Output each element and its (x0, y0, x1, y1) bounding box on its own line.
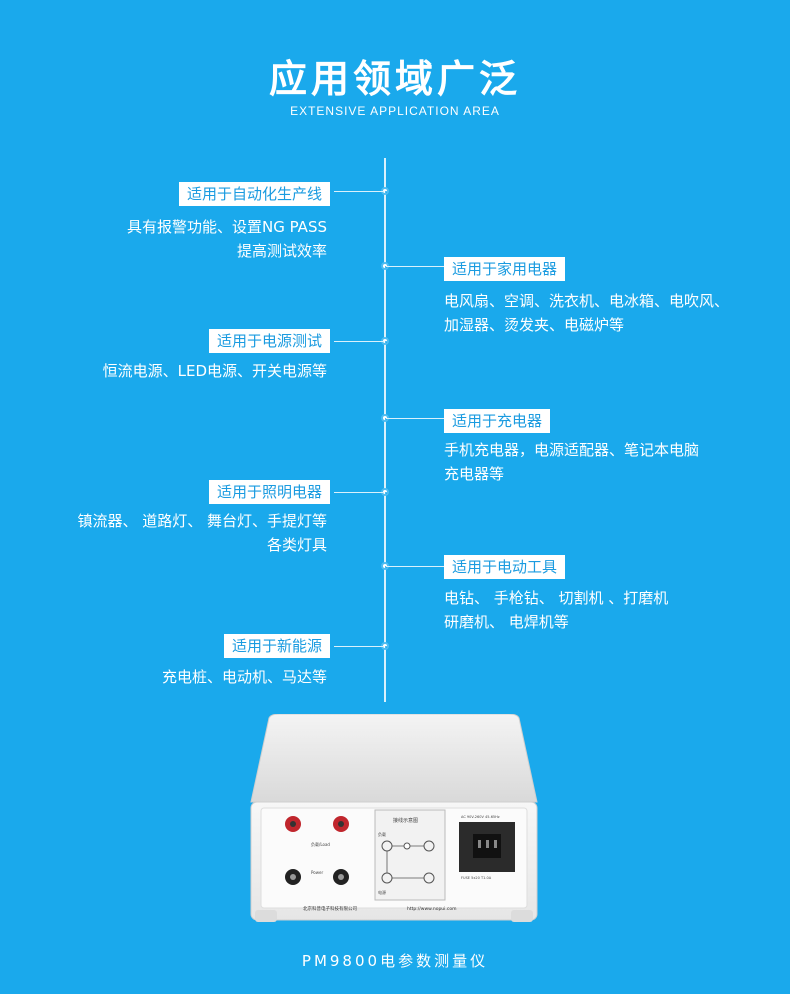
company-url: http://www.nopui.com (407, 906, 456, 912)
application-description: 充电桩、电动机、马达等 (162, 665, 327, 689)
description-line: 研磨机、 电焊机等 (444, 613, 569, 631)
socket-rating: AC 90V-260V 45-65Hz (461, 815, 500, 819)
description-line: 镇流器、 道路灯、 舞台灯、手提灯等 (77, 512, 327, 530)
application-description: 镇流器、 道路灯、 舞台灯、手提灯等 各类灯具 (77, 509, 327, 557)
timeline-line (384, 158, 386, 702)
description-line: 恒流电源、LED电源、开关电源等 (102, 362, 327, 380)
description-line: 手机充电器，电源适配器、笔记本电脑 (444, 441, 700, 459)
description-line: 电钻、 手枪钻、 切割机 、打磨机 (444, 589, 669, 607)
fuse-rating: FUSE 5x20 T1.0A (461, 876, 492, 880)
application-tag: 适用于新能源 (223, 634, 330, 658)
description-line: 加湿器、烫发夹、电磁炉等 (444, 316, 625, 334)
description-line: 各类灯具 (266, 536, 327, 554)
company-name: 北京科普电子科技有限公司 (303, 905, 357, 912)
page-subtitle: EXTENSIVE APPLICATION AREA (290, 104, 500, 118)
application-tag: 适用于自动化生产线 (178, 182, 330, 206)
load-label: 负载/Load (311, 841, 330, 847)
timeline-connector (334, 492, 384, 493)
application-tag: 适用于电源测试 (208, 329, 330, 353)
product-caption: PM9800电参数测量仪 (301, 952, 489, 970)
application-tag: 适用于电动工具 (444, 555, 566, 579)
application-description: 具有报警功能、设置NG PASS 提高测试效率 (127, 215, 327, 263)
application-tag: 适用于充电器 (444, 409, 551, 433)
application-description: 手机充电器，电源适配器、笔记本电脑 充电器等 (444, 438, 699, 486)
timeline-connector (334, 646, 384, 647)
timeline-connector (334, 191, 384, 192)
application-tag: 适用于家用电器 (444, 257, 566, 281)
description-line: 充电桩、电动机、马达等 (161, 668, 327, 686)
timeline-connector (386, 418, 444, 419)
power-label: Power (311, 870, 323, 875)
description-line: 提高测试效率 (236, 242, 327, 260)
application-description: 恒流电源、LED电源、开关电源等 (103, 359, 327, 383)
description-line: 电风扇、空调、洗衣机、电冰箱、电吹风、 (444, 292, 730, 310)
pm9800-device-image: 负载/Load Power 接线示意图 负载 电源 AC 90V-260V 45… (250, 714, 538, 922)
terminal-posts (285, 816, 349, 885)
power-cn-label: 电源 (378, 889, 386, 895)
timeline-connector (386, 566, 444, 567)
load-cn-label: 负载 (378, 831, 386, 837)
application-tag: 适用于照明电器 (208, 480, 330, 504)
description-line: 具有报警功能、设置NG PASS (126, 218, 327, 236)
timeline-connector (386, 266, 444, 267)
page-title: 应用领域广泛 (268, 57, 521, 101)
description-line: 充电器等 (444, 465, 505, 483)
application-description: 电风扇、空调、洗衣机、电冰箱、电吹风、 加湿器、烫发夹、电磁炉等 (444, 289, 729, 337)
wiring-diagram-title: 接线示意图 (393, 817, 418, 824)
application-description: 电钻、 手枪钻、 切割机 、打磨机 研磨机、 电焊机等 (444, 586, 668, 634)
timeline-connector (334, 341, 384, 342)
